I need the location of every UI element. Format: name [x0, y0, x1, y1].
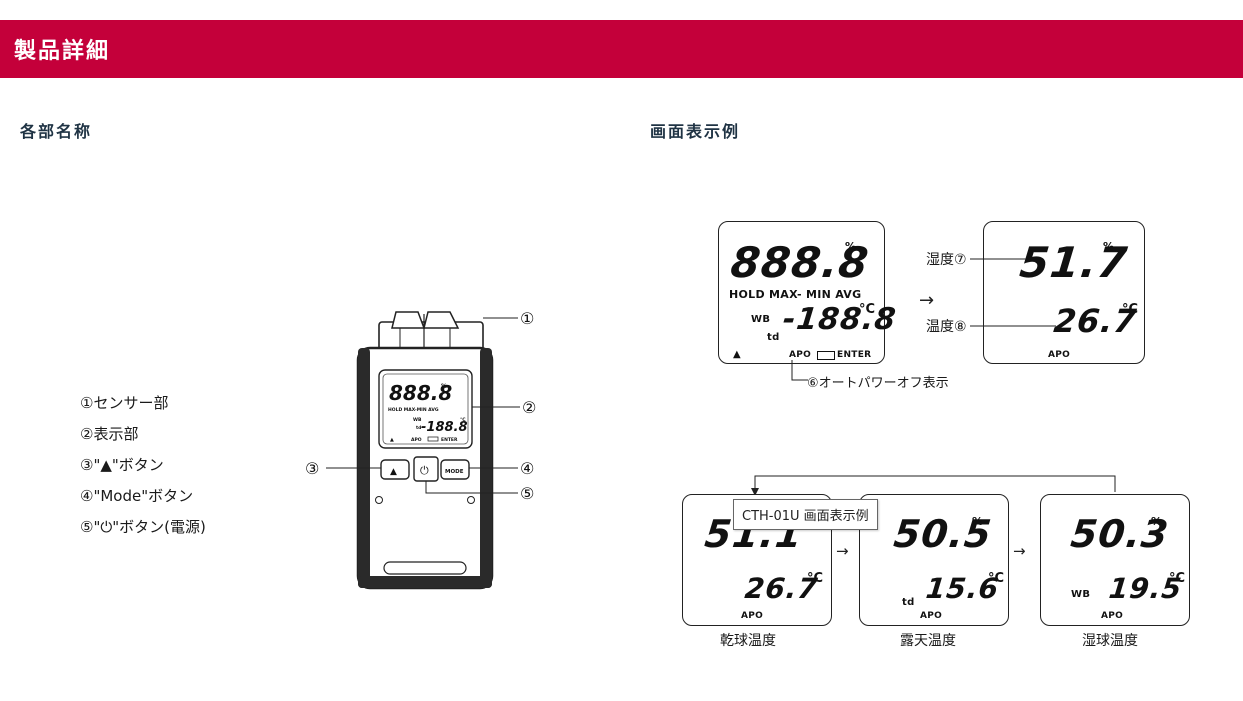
lcd-screen-wet: 50.3 % WB 19.5 °C APO: [1040, 494, 1190, 626]
lcd-normal-apo: APO: [1048, 350, 1071, 360]
callout-5: ⑤: [520, 484, 534, 503]
lcd-full-celsius: °C: [859, 302, 876, 317]
apo-leader-line: [791, 360, 808, 381]
screen-arrow-1: →: [836, 542, 849, 560]
humidity-label: 湿度⑦: [926, 252, 967, 268]
lcd-screen-dew: 50.5 % td 15.6 °C APO: [859, 494, 1009, 626]
device-lcd-up: ▲: [390, 437, 394, 443]
device-lcd-apo: APO: [411, 437, 422, 443]
device-lcd-wb: WB: [413, 417, 422, 423]
caption-dry-bulb: 乾球温度: [720, 633, 776, 649]
lcd-full-display: 888.8 % HOLD MAX- MIN AVG WB td -188.8 °…: [718, 221, 898, 364]
lcd-full-td: td: [767, 332, 780, 343]
lcd-dew-percent: %: [972, 515, 984, 528]
screen-arrow-2: →: [1013, 542, 1026, 560]
display-section-title: 画面表示例: [650, 122, 741, 141]
callout-2: ②: [522, 398, 536, 417]
image-tooltip: CTH-01U 画面表示例: [733, 499, 878, 530]
power-button[interactable]: ⏻: [420, 464, 429, 477]
header-bar: 製品詳細: [0, 20, 1243, 78]
parts-list: ①センサー部 ②表示部 ③"▲"ボタン ④"Mode"ボタン ⑤"⏻"ボタン(電…: [80, 388, 206, 543]
page-title: 製品詳細: [14, 39, 111, 64]
lcd-normal-celsius: °C: [1122, 302, 1139, 317]
device-lcd-percent: %: [441, 383, 447, 390]
apo-label: ⑥オートパワーオフ表示: [807, 376, 949, 391]
lcd-wet-percent: %: [1151, 515, 1163, 528]
callout-4: ④: [520, 459, 534, 478]
list-item: ④"Mode"ボタン: [80, 487, 194, 505]
callout-3: ③: [305, 459, 319, 478]
mode-button[interactable]: MODE: [445, 469, 464, 475]
lcd-full-wb: WB: [751, 314, 771, 325]
callout-1: ①: [520, 309, 534, 328]
loop-bracket: [751, 475, 1116, 496]
lcd-dew-celsius: °C: [988, 571, 1005, 586]
lcd-full-hold: HOLD MAX- MIN AVG: [729, 288, 862, 301]
transition-arrow: →: [919, 290, 935, 311]
list-item: ①センサー部: [80, 394, 169, 412]
lcd-full-sub: -188.8: [781, 302, 899, 337]
device-lcd-main: 888.8: [389, 381, 452, 405]
device-lcd-sub: -188.8: [421, 420, 468, 435]
up-button[interactable]: ▲: [390, 467, 397, 477]
lcd-normal-display: 51.7 % 26.7 °C APO: [983, 221, 1145, 364]
temperature-label: 温度⑧: [926, 319, 967, 335]
device-lcd-hold: HOLD MAX-MIN AVG: [388, 407, 439, 413]
temperature-leader-line: [970, 325, 1056, 327]
list-item: ③"▲"ボタン: [80, 456, 164, 474]
device-lcd-enter: ENTER: [441, 437, 458, 443]
lcd-dew-apo: APO: [920, 611, 943, 621]
caption-wet-bulb: 湿球温度: [1082, 633, 1138, 649]
caption-dew-point: 露天温度: [900, 633, 956, 649]
lcd-normal-percent: %: [1103, 240, 1115, 253]
list-item: ⑤"⏻"ボタン(電源): [80, 518, 206, 536]
lcd-full-percent: %: [845, 240, 857, 253]
lcd-dry-apo: APO: [741, 611, 764, 621]
device-lcd-celsius: °C: [460, 417, 466, 423]
battery-icon: [817, 351, 835, 360]
lcd-wet-apo: APO: [1101, 611, 1124, 621]
lcd-wet-tag: WB: [1071, 589, 1091, 600]
lcd-full-up: ▲: [733, 349, 741, 360]
list-item: ②表示部: [80, 425, 139, 443]
lcd-full-enter: ENTER: [837, 350, 872, 360]
parts-section-title: 各部名称: [20, 122, 93, 141]
device-illustration: 888.8 % HOLD MAX-MIN AVG WB td -188.8 °C…: [305, 309, 536, 590]
humidity-leader-line: [970, 258, 1026, 260]
lcd-dry-celsius: °C: [807, 571, 824, 586]
lcd-dew-tag: td: [902, 597, 915, 608]
lcd-wet-celsius: °C: [1169, 571, 1186, 586]
lcd-full-apo: APO: [789, 350, 812, 360]
device-lcd-td: td: [416, 425, 421, 431]
